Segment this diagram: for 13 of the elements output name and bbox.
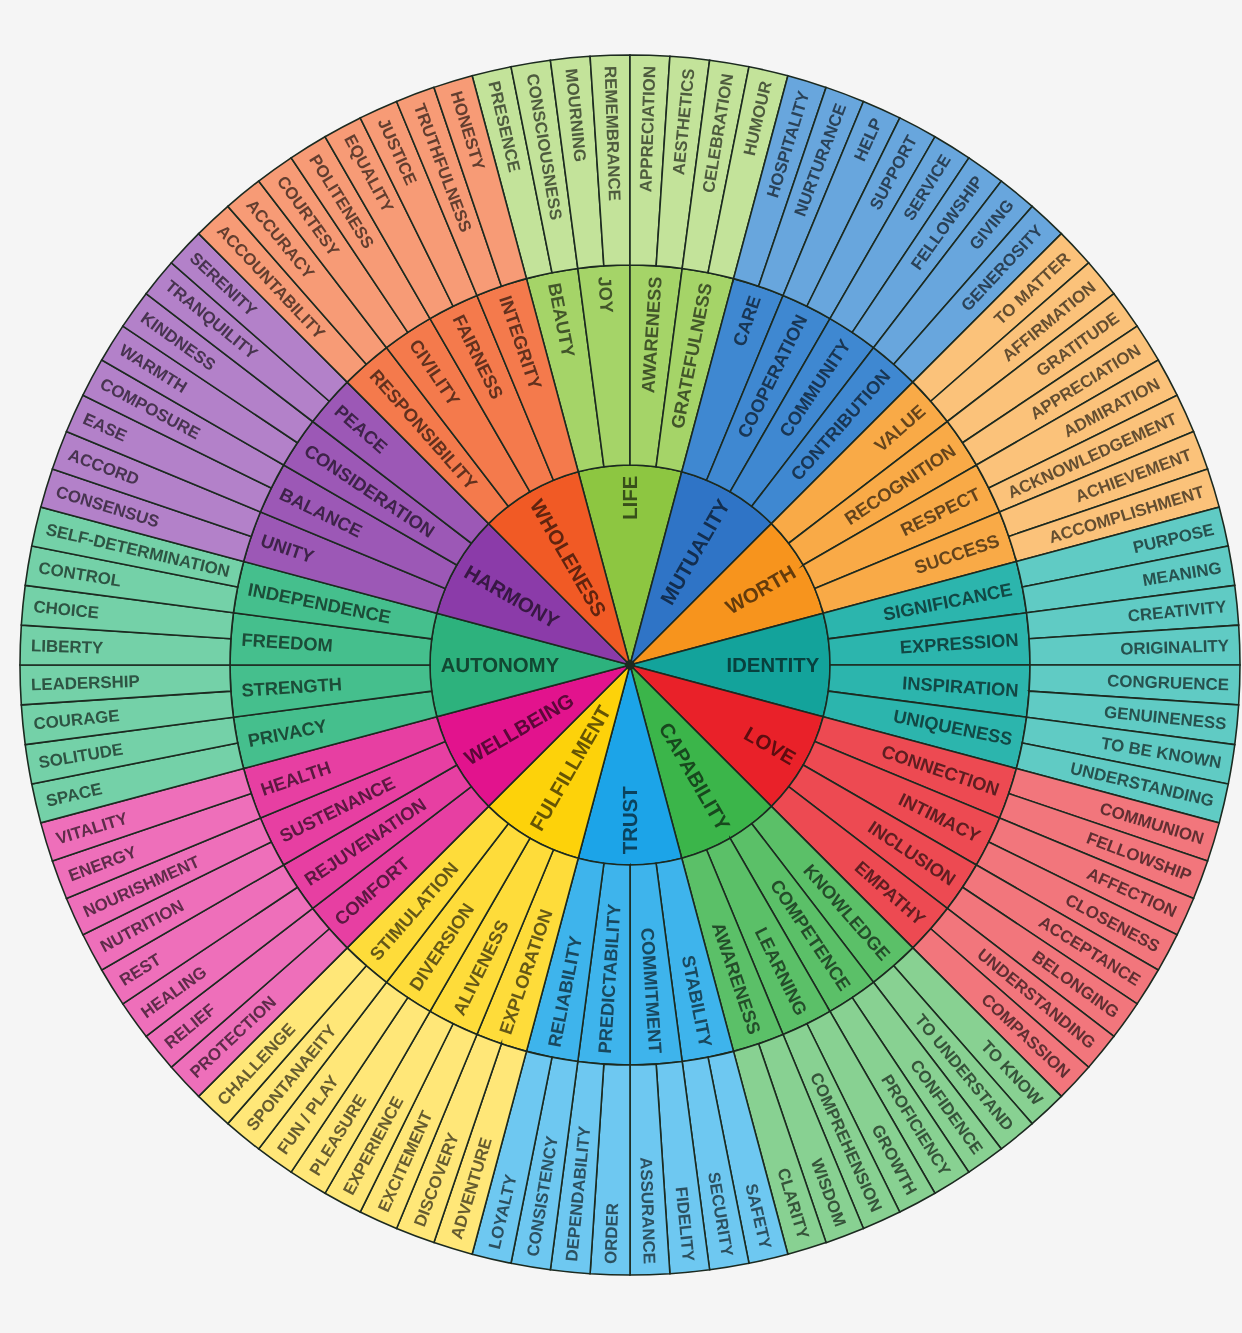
need-segment: LEADERSHIP: [19, 664, 232, 706]
need-segment: LIBERTY: [19, 624, 232, 666]
need-segment: COMMITMENT: [629, 862, 683, 1066]
need-segment: ORIGINALITY: [1028, 624, 1241, 666]
node-label: CONGRUENCE: [1107, 674, 1229, 691]
node-label: ORIGINALITY: [1121, 639, 1229, 655]
category-segment: IDENTITY: [629, 612, 831, 718]
need-segment: REMEMBRANCE: [589, 54, 631, 267]
node-label: MEANING: [1142, 562, 1221, 586]
need-segment: ASSURANCE: [629, 1063, 671, 1276]
need-segment: JOY: [577, 264, 631, 468]
need-segment: STRENGTH: [229, 664, 433, 718]
need-segment: ORDER: [589, 1063, 631, 1276]
